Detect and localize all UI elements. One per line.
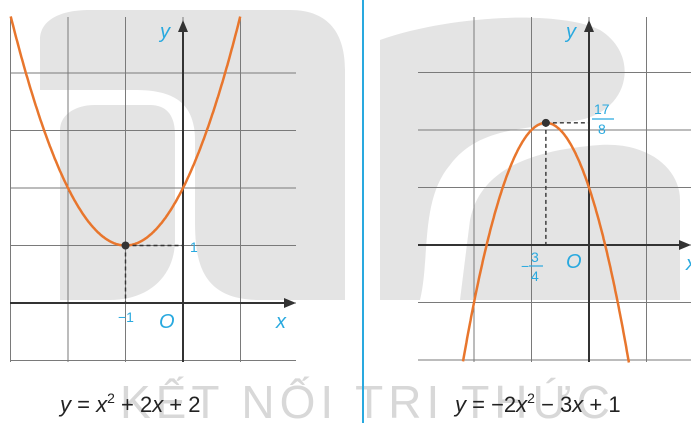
svg-text:4: 4 xyxy=(531,268,539,284)
origin-label-right: O xyxy=(566,251,582,273)
y-axis-arrow xyxy=(178,20,188,32)
x-axis-label-left: x xyxy=(275,311,287,333)
svg-text:3: 3 xyxy=(531,249,539,265)
equation-right: y = −2x2 − 3x + 1 xyxy=(453,390,621,417)
axes-right xyxy=(418,20,691,362)
guides-left xyxy=(124,244,183,303)
y-tick-fraction-right: 17 8 xyxy=(592,101,614,137)
x-axis-arrow xyxy=(284,298,296,308)
svg-text:−: − xyxy=(521,258,529,274)
axes-left xyxy=(10,20,296,362)
x-axis-arrow xyxy=(679,240,691,250)
x-axis-label-right: x xyxy=(685,253,691,275)
vertex-point-right xyxy=(541,118,550,127)
origin-label-left: O xyxy=(159,311,175,333)
x-tick-fraction-right: − 3 4 xyxy=(521,249,543,284)
guides-right xyxy=(545,122,589,245)
y-tick-label-left: 1 xyxy=(190,239,198,255)
vertex-point-left xyxy=(121,241,130,250)
y-axis-label-right: y xyxy=(564,21,577,43)
chart-right: y x O − 3 4 17 8 y = −2x2 − 3x + 1 xyxy=(418,17,691,417)
x-tick-label-left: −1 xyxy=(118,309,134,325)
y-axis-arrow xyxy=(584,20,594,32)
watermark-text: KẾT NỐI TRI THỨC xyxy=(120,376,615,423)
y-axis-label-left: y xyxy=(158,21,171,43)
svg-text:17: 17 xyxy=(594,101,610,117)
chart-left: y x O −1 1 y = x2 + 2x + 2 xyxy=(9,16,296,417)
watermark-logo xyxy=(40,10,680,300)
equation-left: y = x2 + 2x + 2 xyxy=(58,390,201,417)
svg-text:8: 8 xyxy=(598,121,606,137)
